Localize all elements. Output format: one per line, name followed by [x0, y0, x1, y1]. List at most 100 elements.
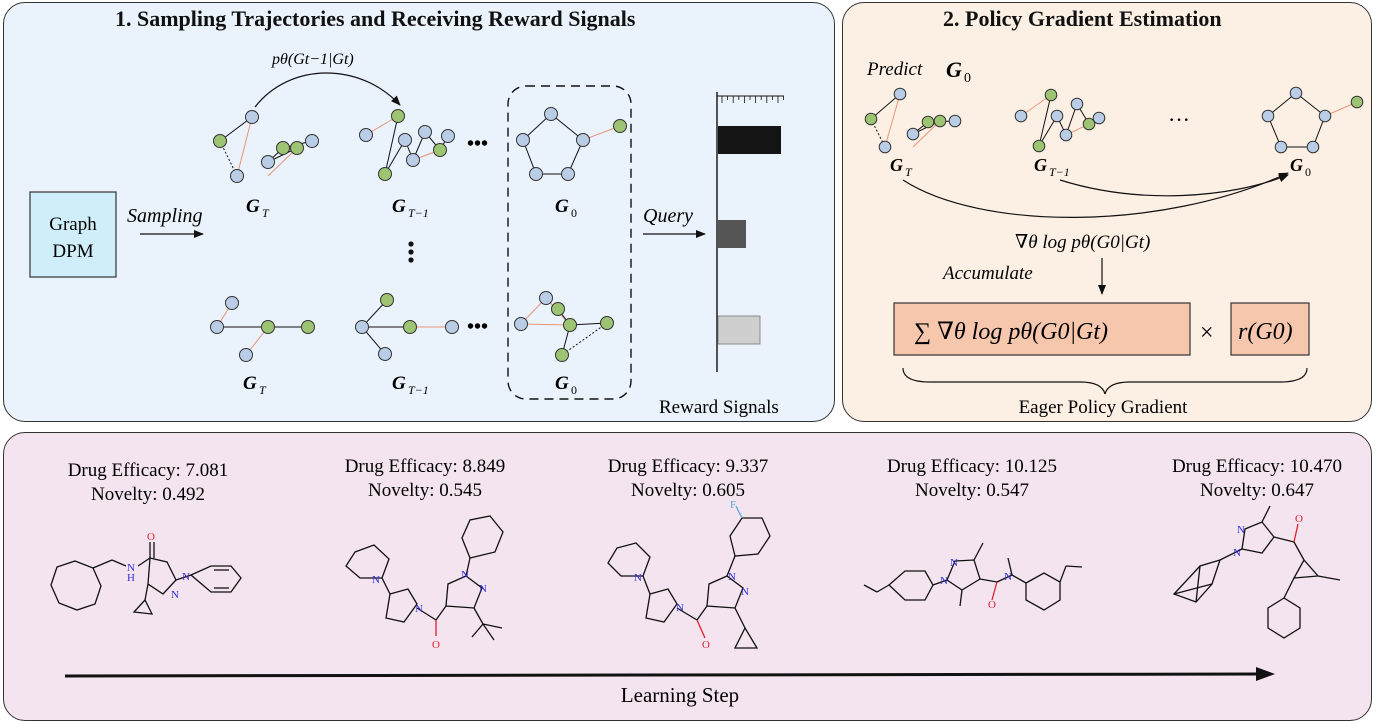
predict-g0-label: G 0	[946, 57, 971, 86]
svg-text:N: N	[1237, 524, 1245, 536]
reward-bar-low	[717, 315, 761, 345]
graph-g0-top	[516, 107, 627, 181]
eager-policy-gradient-label: Eager Policy Gradient	[1019, 397, 1189, 418]
molecule-4-structure	[863, 542, 1083, 611]
svg-text:O: O	[432, 639, 440, 651]
p2-graph-gt-1	[1014, 88, 1106, 153]
graph-g0-bottom	[514, 291, 614, 362]
gradient-brace	[902, 367, 1308, 395]
gradient-formula: ∇θ log pθ(G0|Gt)	[1015, 232, 1150, 253]
svg-text:N: N	[182, 571, 190, 583]
svg-text:Drug Efficacy: 9.337: Drug Efficacy: 9.337	[608, 456, 769, 477]
svg-text:N: N	[676, 602, 684, 614]
molecule-5-structure	[1172, 505, 1341, 639]
svg-text:0: 0	[571, 383, 577, 397]
gradient-sum-box	[893, 302, 1191, 356]
svg-text:Novelty: 0.545: Novelty: 0.545	[368, 480, 482, 501]
molecule-3-structure	[607, 505, 771, 649]
svg-text:0: 0	[964, 71, 971, 86]
graph-dpm-box: Graph DPM	[29, 191, 117, 278]
svg-text:N: N	[634, 572, 642, 584]
svg-text:Drug Efficacy: 10.125: Drug Efficacy: 10.125	[887, 456, 1057, 477]
svg-text:N: N	[950, 557, 958, 569]
svg-text:0: 0	[571, 206, 577, 220]
svg-text:N: N	[1233, 547, 1241, 559]
svg-text:Drug Efficacy: 7.081: Drug Efficacy: 7.081	[68, 460, 229, 481]
molecule-2-atoms: N N O N N	[372, 569, 487, 651]
sampling-label: Sampling	[127, 205, 203, 227]
svg-text:G: G	[243, 373, 257, 394]
p2-label-gt-1: G T−1	[1034, 155, 1070, 179]
p2-label-g0: G 0	[1290, 155, 1311, 179]
svg-text:Novelty: 0.547: Novelty: 0.547	[915, 480, 1029, 501]
reward-axis-ticks	[721, 96, 784, 103]
svg-text:N: N	[1004, 571, 1012, 583]
label-g0-top: G 0	[555, 196, 577, 220]
reward-bar-chart	[716, 92, 784, 372]
graph-dpm-line2: DPM	[52, 241, 93, 262]
molecule-4-atoms: N N O N	[940, 557, 1012, 611]
molecule-3-scores: Drug Efficacy: 9.337 Novelty: 0.605	[608, 456, 769, 501]
svg-text:G: G	[555, 373, 569, 394]
svg-text:N: N	[372, 574, 380, 586]
svg-text:G: G	[946, 57, 962, 82]
svg-text:N: N	[479, 583, 487, 595]
svg-text:Novelty: 0.605: Novelty: 0.605	[631, 480, 745, 501]
molecule-5-scores: Drug Efficacy: 10.470 Novelty: 0.647	[1172, 456, 1342, 501]
vertical-ellipsis	[408, 241, 414, 263]
graph-gt-top	[213, 110, 319, 183]
svg-text:N: N	[728, 571, 736, 583]
reward-bar-mid	[718, 220, 746, 248]
label-gt-bottom: G T	[243, 373, 267, 397]
predict-label: Predict	[866, 59, 923, 80]
svg-text:G: G	[392, 196, 406, 217]
label-gt-top: G T	[246, 196, 270, 220]
graph-gt-1-bottom	[355, 293, 459, 361]
learning-step-axis	[64, 672, 1261, 678]
sampling-panel	[3, 2, 835, 422]
denoise-arrow	[254, 72, 401, 108]
label-g0-bottom: G 0	[555, 373, 577, 397]
predict-arrow-from-gt	[902, 172, 1289, 218]
svg-text:T−1: T−1	[1049, 165, 1070, 179]
svg-text:N: N	[461, 569, 469, 581]
svg-text:O: O	[988, 599, 996, 611]
svg-text:O: O	[1295, 513, 1303, 525]
molecule-1-structure	[50, 542, 242, 615]
svg-text:N: N	[127, 562, 135, 574]
label-gt-1-top: G T−1	[392, 196, 429, 220]
molecule-1-atoms: N H O N N	[127, 531, 190, 601]
svg-text:T: T	[905, 165, 913, 179]
p2-graph-g0	[1261, 86, 1364, 154]
svg-text:F: F	[730, 499, 736, 511]
svg-text:H: H	[127, 572, 135, 584]
predict-arrow-from-gt-1	[1059, 174, 1289, 197]
svg-text:G: G	[246, 196, 260, 217]
svg-text:T: T	[262, 206, 270, 220]
times-symbol: ×	[1200, 320, 1214, 346]
final-graphs-box	[507, 85, 632, 400]
svg-text:O: O	[702, 639, 710, 651]
svg-text:Drug Efficacy: 8.849: Drug Efficacy: 8.849	[345, 456, 506, 477]
svg-text:T: T	[259, 383, 267, 397]
svg-text:Novelty: 0.647: Novelty: 0.647	[1200, 480, 1314, 501]
graph-gt-bottom	[210, 296, 315, 362]
svg-text:N: N	[171, 589, 179, 601]
molecule-4-scores: Drug Efficacy: 10.125 Novelty: 0.547	[887, 456, 1057, 501]
svg-text:0: 0	[1305, 165, 1311, 179]
p2-label-gt: G T	[890, 155, 913, 179]
sampling-panel-title: 1. Sampling Trajectories and Receiving R…	[115, 6, 636, 31]
molecule-3-atoms: N N O N N F	[634, 499, 749, 651]
svg-text:T−1: T−1	[408, 383, 429, 397]
label-gt-1-bottom: G T−1	[392, 373, 429, 397]
gradient-sum-formula: ∑ ∇θ log pθ(G0|Gt)	[914, 319, 1108, 345]
svg-text:G: G	[1290, 155, 1303, 175]
molecule-5-atoms: N N O	[1233, 513, 1303, 559]
graph-gt-1-top	[359, 109, 455, 181]
molecule-2-structure	[345, 515, 504, 641]
policy-gradient-panel-title: 2. Policy Gradient Estimation	[943, 6, 1222, 31]
p2-graph-gt	[864, 87, 962, 154]
learning-step-label: Learning Step	[621, 683, 739, 707]
molecule-1-scores: Drug Efficacy: 7.081 Novelty: 0.492	[68, 460, 229, 505]
svg-text:T−1: T−1	[408, 206, 429, 220]
